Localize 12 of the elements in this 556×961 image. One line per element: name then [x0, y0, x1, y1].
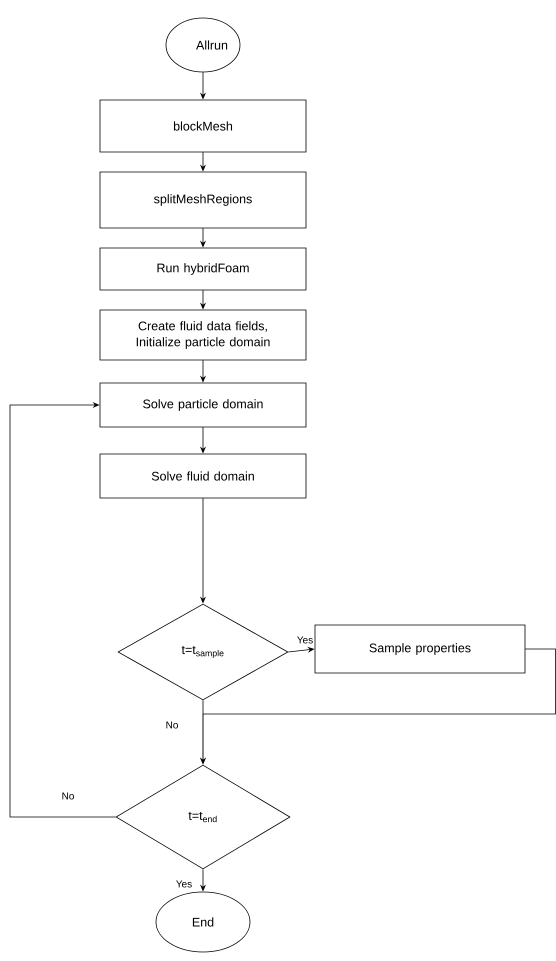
edge-label: No [60, 792, 76, 800]
process-box: blockMesh [100, 100, 306, 152]
process-box: Solve fluid domain [100, 454, 306, 498]
edge-label: No [164, 720, 180, 730]
edge-label: Yes [296, 636, 314, 644]
process-box: Sample properties [314, 624, 526, 674]
edge-label: Yes [174, 880, 194, 888]
process-box: Solve particle domain [100, 382, 306, 428]
process-box: splitMeshRegions [100, 172, 306, 228]
process-box: Create fluid data fields, Initialize particle domain [100, 310, 306, 360]
arrow [10, 402, 116, 818]
process-box: Run hybridFoam [100, 248, 306, 290]
